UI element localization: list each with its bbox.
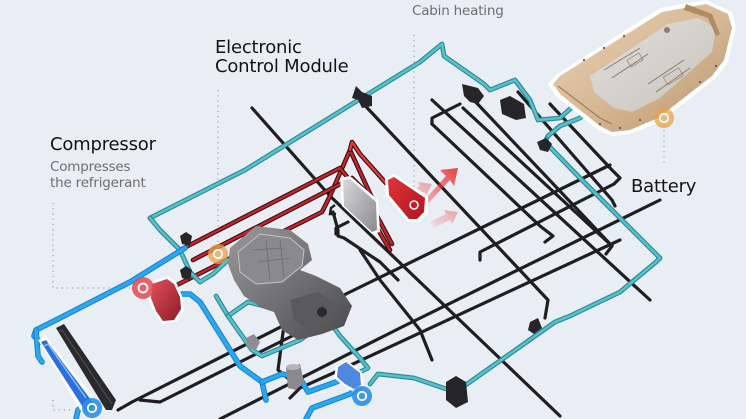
dark-pipe-network <box>116 90 662 419</box>
cabin-heater-marker[interactable] <box>408 199 420 211</box>
valve-icon[interactable] <box>537 138 552 152</box>
compressor-desc-line2: the refrigerant <box>50 175 146 191</box>
ecm-marker[interactable] <box>208 244 228 264</box>
valve-icon[interactable] <box>352 86 372 108</box>
pump-icon[interactable] <box>500 96 526 120</box>
battery-pack[interactable] <box>548 0 736 136</box>
ecm-title-line1: Electronic <box>215 37 302 58</box>
condenser-marker[interactable] <box>82 398 102 418</box>
refrigerant-pipes <box>31 245 363 419</box>
pump-icon[interactable] <box>446 376 468 408</box>
compressor-callout-description: Compresses the refrigerant <box>50 159 146 191</box>
chiller[interactable] <box>334 360 364 392</box>
ecm-callout-title: Electronic Control Module <box>215 37 349 77</box>
radiator[interactable] <box>56 324 116 410</box>
compressor[interactable] <box>148 276 184 324</box>
compressor-desc-line1: Compresses <box>50 159 131 175</box>
valve-icon[interactable] <box>180 266 192 280</box>
ecm-title-line2: Control Module <box>215 56 349 77</box>
leader-lines <box>52 35 665 411</box>
condenser-leader-line <box>52 400 70 411</box>
valve-icon[interactable] <box>528 318 542 334</box>
valves <box>180 84 552 408</box>
chiller-marker[interactable] <box>352 386 372 406</box>
evaporator[interactable] <box>328 176 380 234</box>
electronic-control-module[interactable] <box>228 226 352 340</box>
cabin-heater[interactable] <box>385 174 428 222</box>
cabin-heating-callout-title: Cabin heating <box>412 3 504 19</box>
valve-icon[interactable] <box>246 334 260 350</box>
valve-icon[interactable] <box>180 232 192 246</box>
valve-icon[interactable] <box>462 84 484 104</box>
accumulator[interactable] <box>286 364 304 390</box>
compressor-leader-line <box>52 203 130 289</box>
battery-marker[interactable] <box>654 108 674 128</box>
condenser[interactable] <box>38 336 98 416</box>
battery-callout-title: Battery <box>631 176 697 197</box>
compressor-marker[interactable] <box>132 277 154 299</box>
compressor-callout-title: Compressor <box>50 134 156 155</box>
